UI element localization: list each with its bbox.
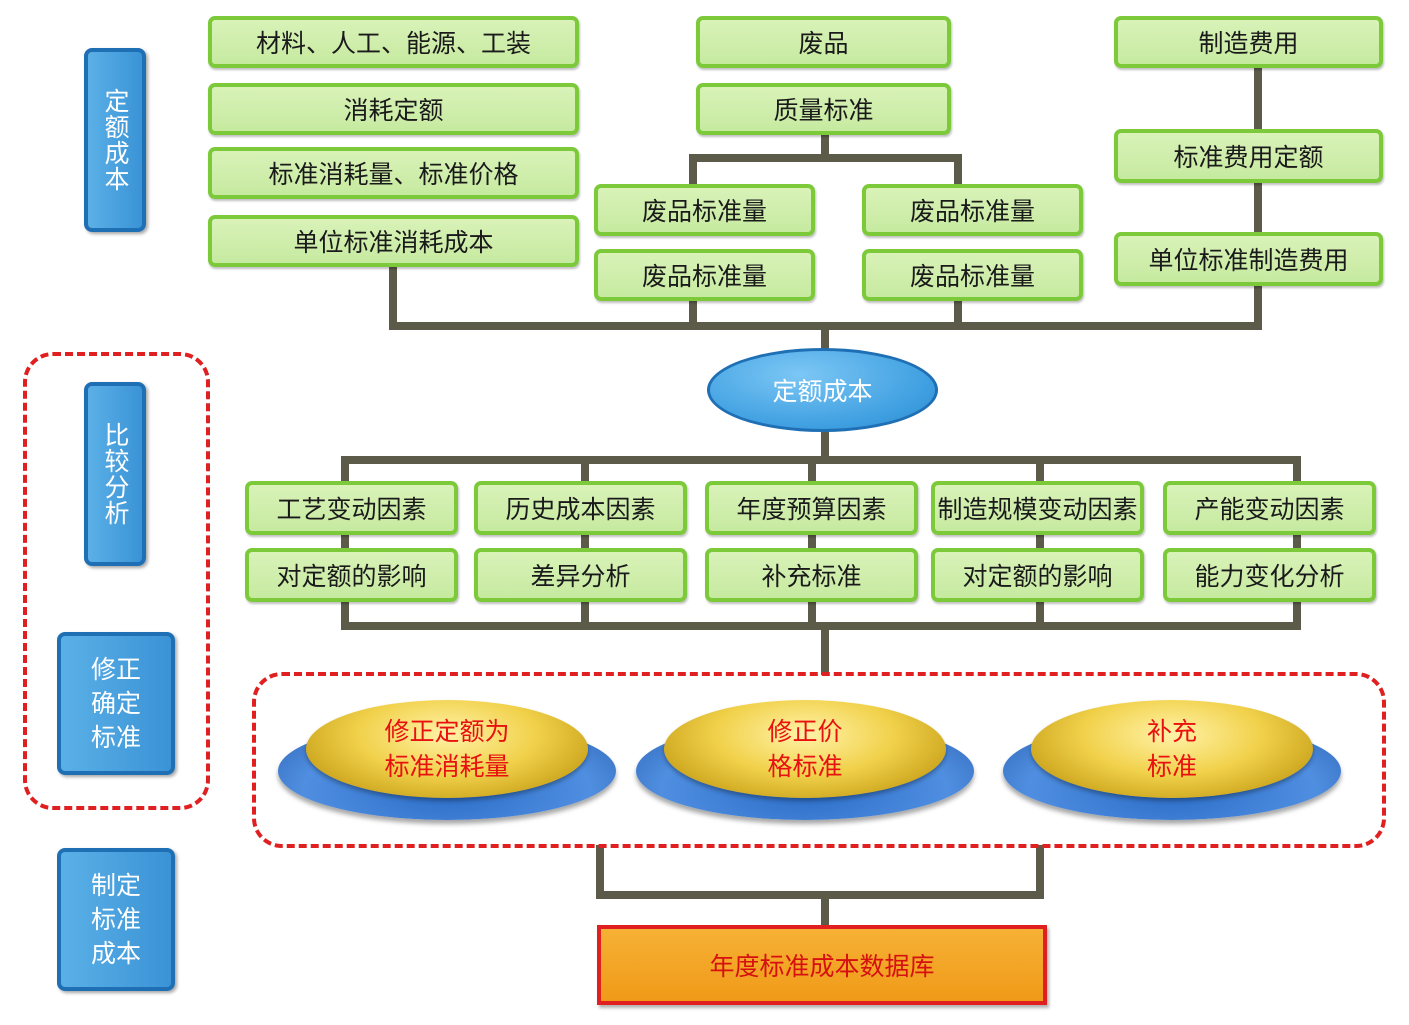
- node-factor-manufacturing-scale: 制造规模变动因素: [931, 481, 1144, 535]
- node-annual-standard-cost-database: 年度标准成本数据库: [597, 925, 1047, 1005]
- side-label-revise-standard: 修正确定标准: [57, 632, 175, 775]
- node-factor-process-change: 工艺变动因素: [245, 481, 458, 535]
- node-result-variance-analysis: 差异分析: [474, 548, 687, 602]
- node-standard-consumption-price: 标准消耗量、标准价格: [208, 147, 579, 199]
- node-result-quota-impact-1: 对定额的影响: [245, 548, 458, 602]
- disc-revise-price: 修正价格标准: [636, 700, 974, 825]
- node-scrap-standard-qty-right-1: 废品标准量: [862, 184, 1083, 236]
- node-unit-standard-consumption-cost: 单位标准消耗成本: [208, 215, 579, 267]
- node-factor-annual-budget: 年度预算因素: [705, 481, 918, 535]
- node-result-capacity-analysis: 能力变化分析: [1163, 548, 1376, 602]
- disc-revise-quota: 修正定额为标准消耗量: [278, 700, 616, 825]
- side-label-comparison-analysis: 比较分析: [84, 382, 146, 566]
- disc-supplement-standard: 补充标准: [1003, 700, 1341, 825]
- comparison-revision-group-border: [23, 352, 210, 810]
- node-consumption-quota: 消耗定额: [208, 83, 579, 135]
- node-manufacturing-expense: 制造费用: [1114, 16, 1383, 68]
- node-unit-standard-manufacturing-expense: 单位标准制造费用: [1114, 232, 1383, 286]
- node-result-supplementary-standard: 补充标准: [705, 548, 918, 602]
- side-label-set-standard-cost: 制定标准成本: [57, 848, 175, 991]
- node-standard-expense-quota: 标准费用定额: [1114, 129, 1383, 183]
- node-quality-standard: 质量标准: [696, 83, 951, 135]
- node-scrap-standard-qty-left-1: 废品标准量: [594, 184, 815, 236]
- revision-group-border: [252, 672, 1386, 848]
- node-quota-cost-center: 定额成本: [707, 348, 938, 432]
- node-scrap-standard-qty-right-2: 废品标准量: [862, 249, 1083, 301]
- node-scrap-standard-qty-left-2: 废品标准量: [594, 249, 815, 301]
- node-result-quota-impact-2: 对定额的影响: [931, 548, 1144, 602]
- node-factor-capacity-change: 产能变动因素: [1163, 481, 1376, 535]
- node-factor-historical-cost: 历史成本因素: [474, 481, 687, 535]
- node-scrap: 废品: [696, 16, 951, 68]
- side-label-quota-cost: 定额成本: [84, 48, 146, 232]
- node-materials-labor-energy-tooling: 材料、人工、能源、工装: [208, 16, 579, 68]
